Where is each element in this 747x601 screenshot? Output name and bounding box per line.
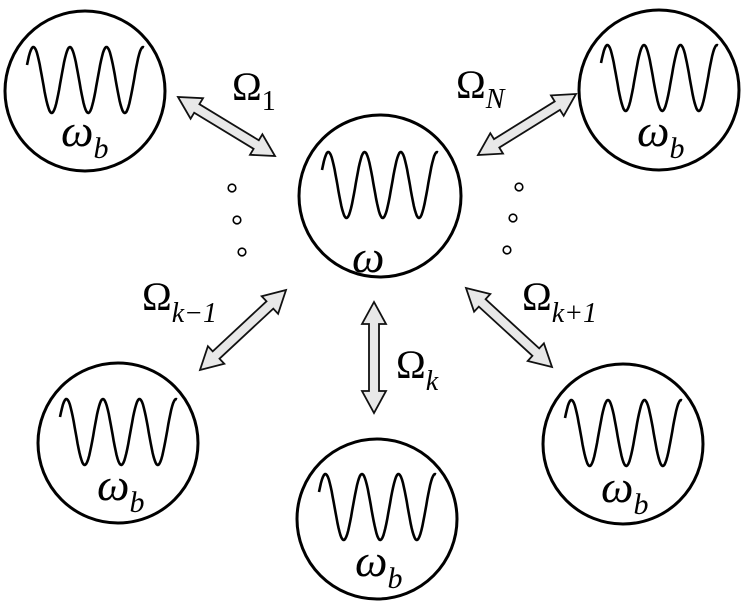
coupling-label-n: ΩN	[456, 62, 506, 115]
bath-oscillator-1-label: ωb	[61, 105, 108, 165]
ellipsis-right	[502, 182, 524, 255]
coupling-label-1: Ω1	[232, 64, 276, 117]
coupling-label-k-plus-1: Ωk+1	[522, 274, 597, 329]
bath-oscillator-k-plus-1: ωb	[541, 362, 705, 526]
coupling-arrow-1	[176, 96, 277, 157]
coupling-arrow-n	[476, 93, 578, 156]
sine-wave-icon	[599, 43, 719, 113]
bath-oscillator-k: ωb	[295, 437, 459, 601]
coupling-label-k-minus-1: Ωk−1	[142, 274, 217, 329]
bath-oscillator-k-plus-1-label: ωb	[601, 461, 648, 521]
sine-wave-icon	[320, 150, 439, 220]
sine-wave-icon	[563, 398, 683, 468]
bath-oscillator-1: ωb	[3, 9, 167, 173]
coupling-label-k: Ωk	[396, 342, 439, 397]
coupling-arrow-k	[360, 300, 388, 415]
sine-wave-icon	[58, 397, 178, 467]
bath-oscillator-k-minus-1-label: ωb	[97, 459, 144, 519]
bath-oscillator-k-minus-1: ωb	[36, 361, 200, 525]
center-oscillator: ω	[297, 113, 463, 282]
ellipsis-left	[227, 183, 247, 257]
sine-wave-icon	[25, 45, 145, 115]
coupling-arrow-k-plus-1	[464, 286, 554, 369]
coupling-arrow-k-minus-1	[198, 288, 288, 372]
sine-wave-icon	[317, 472, 437, 542]
bath-oscillator-k-label: ωb	[355, 535, 402, 595]
center-oscillator-label: ω	[352, 231, 384, 282]
bath-oscillator-n-label: ωb	[637, 105, 684, 165]
bath-oscillator-n: ωb	[577, 8, 741, 172]
